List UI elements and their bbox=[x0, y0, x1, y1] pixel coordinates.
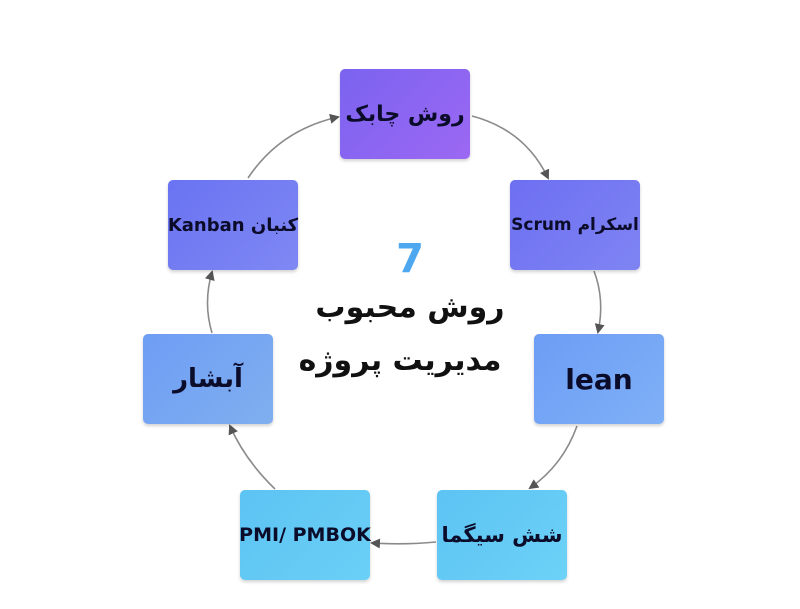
center-title-line-2: مدیریت پروژه bbox=[298, 343, 502, 378]
center-title-line-1: روش محبوب bbox=[315, 290, 505, 325]
node-agile-label: روش چابک bbox=[345, 101, 465, 127]
node-kanban-label: کنبان Kanban bbox=[167, 214, 299, 236]
node-waterfall-label: آبشار bbox=[173, 364, 243, 394]
node-lean-label: lean bbox=[565, 362, 633, 396]
node-six-sigma: شش سیگما bbox=[437, 490, 567, 580]
arrow-kanban-to-agile bbox=[247, 113, 340, 179]
node-lean: lean bbox=[534, 334, 664, 424]
arrow-pmi-to-waterfall bbox=[228, 424, 276, 490]
arrow-six-to-pmi bbox=[370, 538, 437, 549]
node-scrum: اسکرام Scrum bbox=[510, 180, 640, 270]
node-waterfall: آبشار bbox=[143, 334, 273, 424]
arrow-lean-to-six bbox=[528, 425, 578, 490]
center-number: 7 bbox=[396, 236, 424, 282]
node-kanban: کنبان Kanban bbox=[168, 180, 298, 270]
node-scrum-label: اسکرام Scrum bbox=[511, 215, 639, 235]
node-six-sigma-label: شش سیگما bbox=[441, 523, 563, 547]
arrow-waterfall-to-kanban bbox=[204, 270, 215, 334]
arrow-scrum-to-lean bbox=[593, 270, 605, 334]
node-pmi-pmbok: PMI/ PMBOK bbox=[239, 490, 371, 580]
node-pmi-pmbok-label: PMI/ PMBOK bbox=[239, 524, 371, 546]
arrow-agile-to-scrum bbox=[471, 115, 550, 180]
node-agile: روش چابک bbox=[340, 69, 470, 159]
